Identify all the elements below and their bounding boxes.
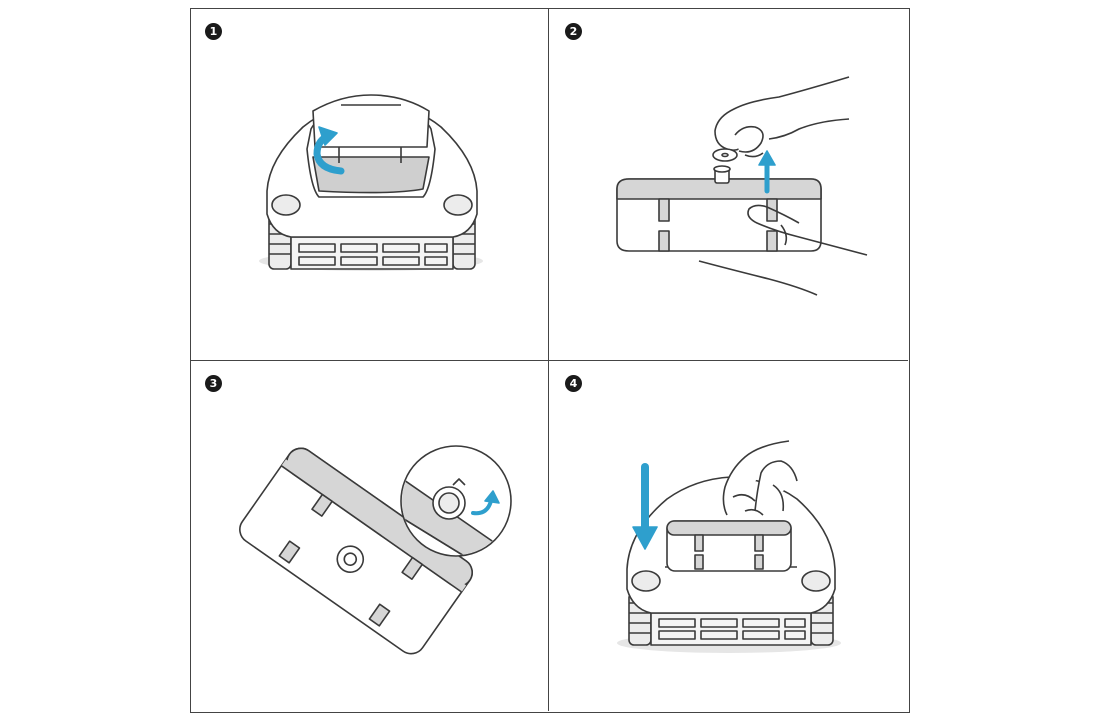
step-4-panel: 4 [549, 361, 908, 711]
step-2-badge: 2 [565, 23, 582, 40]
filter-knob-rotate-illustration [239, 445, 512, 655]
robot-lid-open-illustration [259, 94, 483, 271]
instruction-grid: 1 [190, 8, 910, 713]
step-3-badge: 3 [205, 375, 222, 392]
step-2-panel: 2 [549, 9, 908, 361]
step-1-panel: 1 [191, 9, 549, 361]
step-3-panel: 3 [191, 361, 549, 711]
filter-insert-illustration [617, 440, 841, 653]
filter-remove-illustration [616, 76, 868, 296]
step-1-badge: 1 [205, 23, 222, 40]
step-4-badge: 4 [565, 375, 582, 392]
